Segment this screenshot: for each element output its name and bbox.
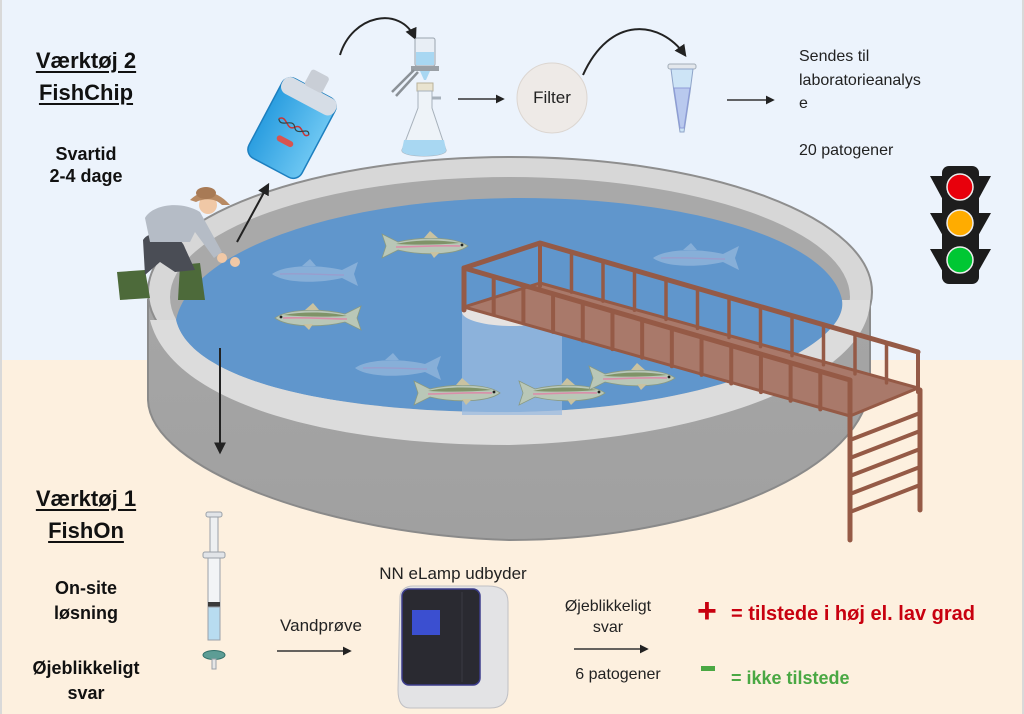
answer-label-line2: svar <box>592 619 624 636</box>
tool1-feature2-line2: svar <box>67 683 105 703</box>
farmer <box>117 187 240 300</box>
syringe-filter-icon <box>202 511 226 670</box>
answer-label-line1: Øjeblikkeligt <box>564 598 652 615</box>
tool1-title-line1: Værktøj 1 <box>35 486 137 511</box>
tool1-feature1-line2: løsning <box>54 603 118 623</box>
device-label: NN eLamp udbyder <box>379 564 527 583</box>
water-bottle-icon <box>247 69 337 180</box>
left-border <box>0 0 2 714</box>
red-light <box>946 173 974 201</box>
green-light <box>946 246 974 274</box>
send-label-line1: Sendes til <box>799 48 870 65</box>
arrow-farmer-to-bottle <box>236 182 270 243</box>
minus-icon <box>701 666 715 671</box>
elamp-device-icon <box>397 585 509 709</box>
traffic-light-icon <box>930 166 991 284</box>
arrow-bottle-to-flask <box>339 17 417 56</box>
tool2-response-line2: 2-4 dage <box>49 166 123 186</box>
tool1-feature2-line1: Øjeblikkeligt <box>32 658 140 678</box>
arrow-filter-to-tube <box>582 28 687 76</box>
walkway-bridge <box>461 240 923 543</box>
tool1-title-line2: FishOn <box>48 518 124 543</box>
filter-disc-icon <box>516 62 588 134</box>
tool1-feature1-line1: On-site <box>54 578 117 598</box>
eppendorf-tube-icon <box>667 63 697 133</box>
right-border <box>1022 0 1024 714</box>
amber-light <box>946 209 974 237</box>
ladder <box>847 387 923 543</box>
tool2-title-line2: FishChip <box>38 80 134 105</box>
lab-pathogen-count: 20 patogener <box>799 142 894 159</box>
legend-absent-text: = ikke tilstede <box>731 668 850 688</box>
tool2-response-line1: Svartid <box>55 144 117 164</box>
sample-label: Vandprøve <box>280 616 362 635</box>
send-label-line2: laboratorieanalys <box>799 72 921 89</box>
vacuum-filter-flask-icon <box>391 37 447 157</box>
tank-front-rim <box>150 300 870 445</box>
legend-present-text: = tilstede i høj el. lav grad <box>731 603 975 625</box>
onsite-pathogen-count: 6 patogener <box>575 666 661 683</box>
send-label-line3: e <box>799 95 808 112</box>
tool2-title-line1: Værktøj 2 <box>35 48 137 73</box>
filter-label: Filter <box>533 88 571 107</box>
plus-icon: + <box>697 592 717 630</box>
